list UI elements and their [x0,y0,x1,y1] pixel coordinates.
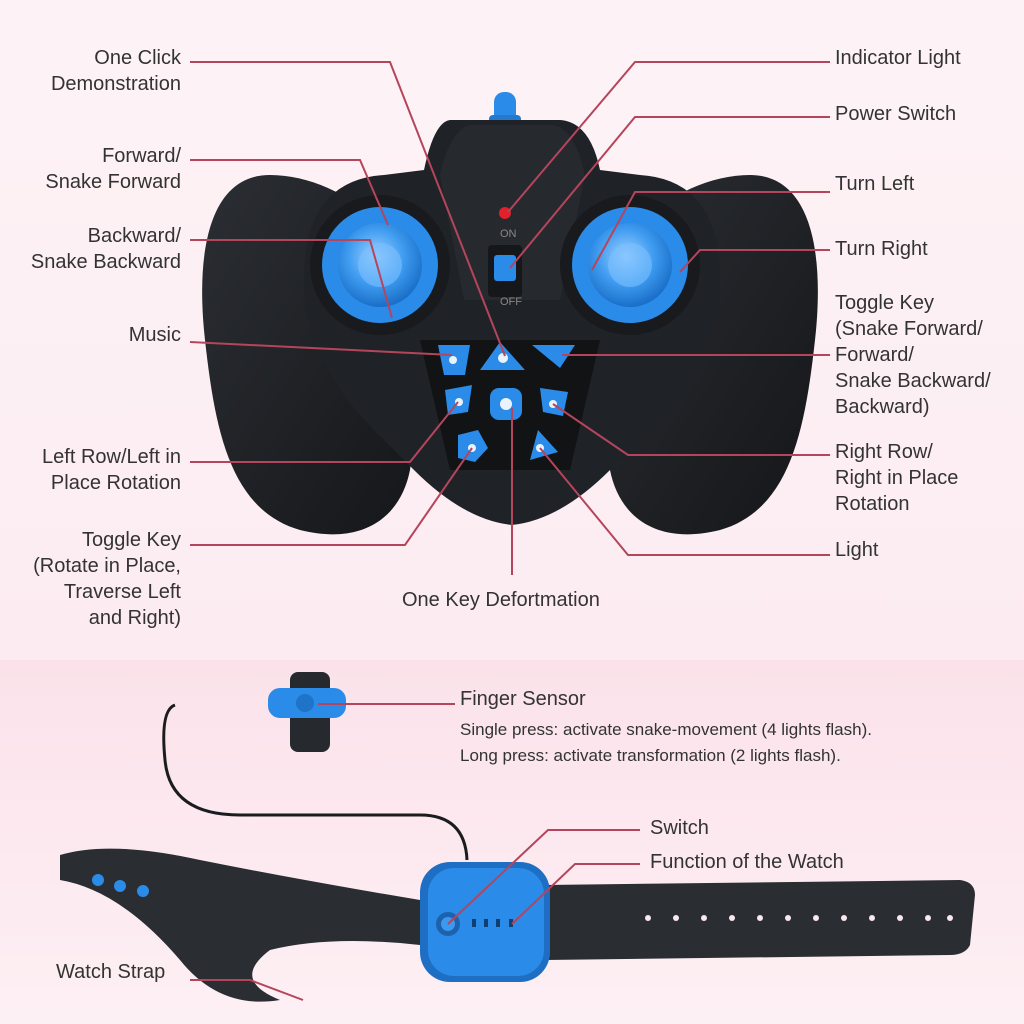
label-one-click-demonstration: One Click Demonstration [51,45,181,97]
label-line: One Click [94,47,181,69]
power-switch[interactable] [494,255,516,281]
label-line: Right in Place [835,467,959,489]
label-line: Backward) [835,396,930,418]
label-line: Toggle Key [835,292,934,314]
label-indicator-light: Indicator Light [835,45,961,71]
label-line: Indicator Light [835,47,961,69]
label-music: Music [129,322,181,348]
label-turn-left: Turn Left [835,171,914,197]
label-watch-strap: Watch Strap [56,961,166,983]
label-forward-snake-forward: Forward/ Snake Forward [45,143,181,195]
watch [60,672,975,1002]
finger-sensor-single-press: Single press: activate snake-movement (4… [460,720,872,739]
label-line: Demonstration [50,73,181,95]
indicator-light [499,207,511,219]
leader-lines [189,61,830,1001]
label-toggle-key-rotate: Toggle Key (Rotate in Place, Traverse Le… [33,527,181,631]
label-line: Power Switch [835,103,957,125]
label-line: Snake Backward [30,251,181,273]
label-light: Light [835,537,878,563]
label-turn-right: Turn Right [835,236,928,262]
label-line: Backward/ [87,225,181,247]
label-line: Turn Left [835,173,915,195]
label-line: Left Row/Left in [42,446,181,468]
label-power-switch: Power Switch [835,101,956,127]
controller: ON OFF [202,92,818,535]
label-one-key-deformation: One Key Defortmation [402,589,600,611]
light-button[interactable] [530,430,558,460]
label-backward-snake-backward: Backward/ Snake Backward [31,223,181,275]
finger-sensor-long-press: Long press: activate transformation (2 l… [460,746,841,765]
label-toggle-key-snake: Toggle Key (Snake Forward/ Forward/ Snak… [835,290,991,420]
label-line: Toggle Key [82,529,181,551]
label-line: Turn Right [835,238,928,260]
label-line: and Right) [88,607,181,629]
label-line: Forward/ [835,344,914,366]
label-line: Right Row/ [835,441,933,463]
label-right-row-rotation: Right Row/ Right in Place Rotation [835,439,958,517]
label-line: Place Rotation [50,472,181,494]
label-line: Snake Backward/ [835,370,991,392]
label-switch: Switch [650,817,709,839]
watch-strap-left [60,848,420,1002]
label-line: Traverse Left [63,581,181,603]
watch-cable [162,703,469,861]
label-function-of-watch: Function of the Watch [650,851,844,873]
label-line: Music [128,324,181,346]
label-line: Rotation [835,493,910,515]
label-line: Snake Forward [45,171,181,193]
snake-toggle-button[interactable] [532,345,575,368]
label-line: (Snake Forward/ [835,318,983,340]
switch-off-text: OFF [500,296,522,308]
switch-on-text: ON [500,228,517,240]
label-line: Light [835,539,879,561]
label-line: (Rotate in Place, [33,555,181,577]
label-line: Forward/ [102,145,181,167]
label-finger-sensor: Finger Sensor [460,688,586,710]
label-left-row-rotation: Left Row/Left in Place Rotation [42,444,181,496]
